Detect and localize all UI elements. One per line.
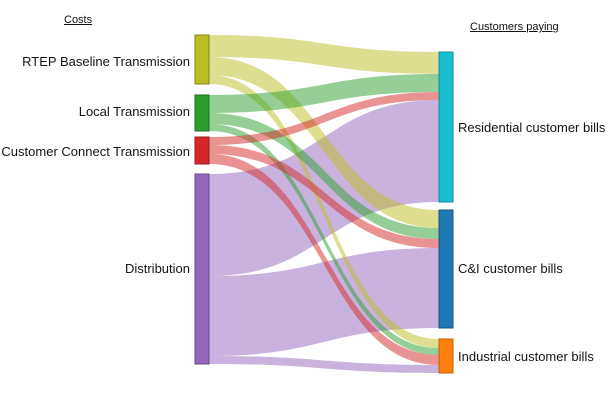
costs-column-header: Costs <box>64 14 93 26</box>
sankey-link-local-to-ci <box>209 113 439 239</box>
node-label-industrial-customer-bills: Industrial customer bills <box>458 349 594 364</box>
sankey-link-rtep-to-ind <box>209 75 439 348</box>
node-label-rtep-baseline-transmission: RTEP Baseline Transmission <box>22 54 190 69</box>
sankey-link-cct-to-res <box>209 92 439 145</box>
sankey-node-local <box>194 94 210 132</box>
node-label-ci-customer-bills: C&I customer bills <box>458 261 563 276</box>
node-label-customer-connect-transmission: Customer Connect Transmission <box>1 144 190 159</box>
sankey-link-dist-to-res <box>209 100 439 276</box>
sankey-node-ci <box>438 209 454 329</box>
node-label-distribution: Distribution <box>124 261 190 276</box>
sankey-link-local-to-res <box>209 74 439 113</box>
sankey-link-cct-to-ind <box>209 154 439 365</box>
sankey-link-local-to-ind <box>209 124 439 355</box>
sankey-link-rtep-to-res <box>209 35 439 74</box>
sankey-link-dist-to-ind <box>209 356 439 373</box>
sankey-node-cct <box>194 136 210 165</box>
sankey-node-ind <box>438 338 454 374</box>
sankey-link-rtep-to-ci <box>209 57 439 228</box>
node-label-local-transmission: Local Transmission <box>78 104 190 119</box>
sankey-link-cct-to-ci <box>209 145 439 248</box>
node-label-residential-customer-bills: Residential customer bills <box>458 120 606 135</box>
sankey-node-rtep <box>194 34 210 85</box>
customers-paying-column-header: Customers paying <box>470 21 559 33</box>
sankey-node-dist <box>194 173 210 365</box>
sankey-node-res <box>438 51 454 203</box>
